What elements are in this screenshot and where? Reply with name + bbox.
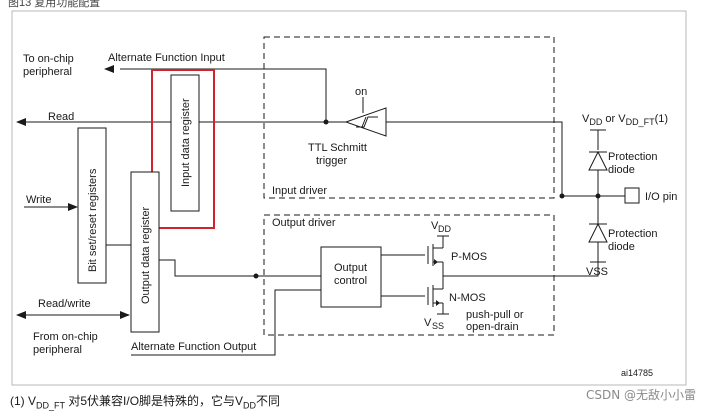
bit-set-reset-box[interactable]: [77, 127, 107, 284]
footnote: (1) VDD_FT 对5伏兼容I/O脚是特殊的，它与VDD不同: [10, 394, 281, 411]
output-driver-box: [263, 214, 555, 336]
alt-func-input-wire: [120, 68, 327, 122]
output-data-register-box[interactable]: [130, 171, 160, 333]
input-driver-label: Input driver: [272, 185, 327, 197]
alt-func-output-label: Alternate Function Output: [131, 341, 256, 353]
watermark: CSDN @无敌小小雷: [585, 388, 696, 402]
input-data-register-box[interactable]: [170, 74, 200, 212]
read-write-label: Read/write: [38, 298, 91, 310]
read-write-arrow-left: [16, 311, 26, 319]
io-pin-box[interactable]: [624, 187, 640, 204]
mos-drain-wire: [443, 196, 599, 277]
read-write-arrow-right: [120, 311, 130, 319]
read-label: Read: [48, 111, 74, 123]
from-onchip-label-2: peripheral: [33, 344, 82, 356]
push-pull-label-1: push-pull or: [466, 309, 524, 321]
alt-func-input-arrow: [104, 65, 114, 73]
nmos-transistor: [427, 276, 449, 315]
output-data-register-text: Output data register: [140, 206, 152, 304]
to-onchip-label-1: To on-chip: [23, 53, 74, 65]
write-label: Write: [26, 194, 51, 206]
vss-label: V: [424, 317, 432, 329]
protection-diode-bottom-label-1: Protection: [608, 228, 658, 240]
alt-func-output-wire: [131, 289, 321, 356]
figure-id-label: ai14785: [621, 368, 653, 378]
odr-output-wire: [159, 259, 256, 277]
protection-diode-bottom-label-2: diode: [608, 241, 635, 253]
vss-right-label: VSS: [586, 266, 608, 278]
from-onchip-label-1: From on-chip: [33, 331, 98, 343]
protection-diode-top-label-1: Protection: [608, 151, 658, 163]
pmos-transistor: [427, 235, 449, 276]
output-control-box[interactable]: [320, 246, 382, 308]
output-control-text-1: Output: [334, 262, 367, 274]
ttl-schmitt-label-2: trigger: [316, 155, 348, 167]
pmos-label: P-MOS: [451, 251, 487, 263]
outer-frame: [11, 10, 687, 386]
vss-sub: SS: [432, 321, 444, 331]
io-pin-label: I/O pin: [645, 191, 677, 203]
protection-diode-top: [588, 150, 608, 171]
write-arrow: [68, 203, 78, 211]
output-driver-label: Output driver: [272, 217, 336, 229]
figure-header: 图13 复用功能配置: [8, 0, 101, 9]
on-label: on: [355, 86, 367, 98]
ttl-schmitt-label-1: TTL Schmitt: [308, 142, 367, 154]
bit-set-reset-text: Bit set/reset registers: [87, 168, 99, 272]
alt-func-input-label: Alternate Function Input: [108, 52, 225, 64]
input-data-register-text: Input data register: [180, 98, 192, 187]
nmos-label: N-MOS: [449, 292, 486, 304]
vdd-label: V: [431, 220, 439, 232]
protection-diode-bottom: [588, 222, 608, 243]
vdd-sub: DD: [438, 224, 451, 234]
input-driver-box: [263, 36, 555, 199]
push-pull-label-2: open-drain: [466, 321, 519, 333]
highlight-rectangle: [151, 69, 215, 229]
output-control-text-2: control: [334, 275, 367, 287]
read-arrow: [16, 118, 26, 126]
schmitt-input-wire: [386, 121, 563, 196]
to-onchip-label-2: peripheral: [23, 66, 72, 78]
vdd-or-vddft-label: VDD or VDD_FT(1): [582, 113, 668, 127]
protection-diode-top-label-2: diode: [608, 164, 635, 176]
ttl-schmitt-trigger: [344, 107, 387, 137]
read-junction: [323, 119, 329, 125]
